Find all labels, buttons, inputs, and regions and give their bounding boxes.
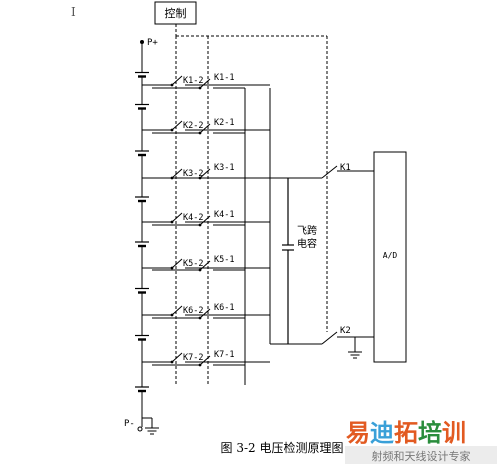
- right-relay-blade: [199, 215, 211, 226]
- right-relay-blade: [199, 355, 211, 366]
- p-minus-terminal: [137, 426, 143, 432]
- left-relay-pivot: [170, 83, 174, 87]
- watermark-char: 易: [346, 419, 370, 447]
- left-relay-pivot: [170, 360, 174, 364]
- right-relay-label: K5-1: [214, 255, 234, 265]
- left-relay-pivot: [170, 220, 174, 224]
- p-minus-label: P-: [124, 419, 135, 429]
- right-relay-blade: [199, 308, 211, 319]
- right-relay-label: K3-1: [214, 163, 234, 173]
- right-relay-label: K1-1: [214, 73, 234, 83]
- main-switch-k2: [321, 331, 338, 345]
- flying-capacitor: [282, 178, 294, 344]
- watermark-char: 训: [442, 419, 466, 447]
- left-relay-pivot: [170, 266, 174, 270]
- main-switch-k2-label: K2: [340, 326, 351, 336]
- capacitor-label-line2: 电容: [297, 237, 317, 250]
- right-relay-label: K6-1: [214, 303, 234, 313]
- left-relay-blade: [171, 305, 183, 316]
- right-relay-label: K4-1: [214, 210, 234, 220]
- watermark-logo: 易迪拓培训 射频和天线设计专家: [345, 419, 497, 464]
- right-relay-pivot: [198, 268, 202, 272]
- watermark-main-text: 易迪拓培训: [346, 419, 466, 447]
- control-dashed-lines: [175, 24, 328, 385]
- left-relay-pivot: [170, 313, 174, 317]
- left-relay-group: K1-2K2-2K3-2K4-2K5-2K6-2K7-2: [142, 75, 270, 364]
- text-cursor-glyph: I: [71, 5, 76, 19]
- right-relay-pivot: [198, 131, 202, 135]
- right-relay-pivot: [198, 223, 202, 227]
- watermark-char: 拓: [394, 419, 418, 447]
- right-relay-label: K2-1: [214, 118, 234, 128]
- right-relay-pivot: [198, 363, 202, 367]
- right-relay-blade: [199, 260, 211, 271]
- right-relay-blade: [199, 123, 211, 134]
- main-wires: [245, 170, 374, 352]
- ground-symbol-right: [348, 351, 362, 359]
- left-relay-label: K2-2: [183, 121, 203, 131]
- left-relay-label: K5-2: [183, 259, 203, 269]
- ad-converter-label: A/D: [383, 251, 398, 260]
- left-relay-blade: [171, 75, 183, 86]
- ad-converter-box: [373, 151, 407, 363]
- left-relay-blade: [171, 120, 183, 131]
- watermark-char: 培: [418, 419, 442, 447]
- capacitor-label-line1: 飞跨: [297, 225, 317, 237]
- bus-lines: [244, 88, 271, 385]
- watermark-sub-text: 射频和天线设计专家: [372, 449, 471, 463]
- right-relay-group: K1-1K2-1K3-1K4-1K5-1K6-1K7-1: [152, 73, 245, 367]
- left-relay-blade: [171, 168, 183, 179]
- left-relay-blade: [171, 258, 183, 269]
- control-label: 控制: [165, 6, 187, 20]
- left-relay-blade: [171, 212, 183, 223]
- right-relay-pivot: [198, 316, 202, 320]
- p-plus-label: P+: [147, 38, 158, 48]
- main-switch-k1-label: K1: [340, 163, 351, 173]
- left-relay-label: K7-2: [183, 353, 203, 363]
- watermark-char: 迪: [370, 419, 394, 447]
- right-relay-blade: [199, 168, 211, 179]
- battery-stack: [135, 42, 149, 427]
- ground-symbol-bottom: [142, 417, 159, 435]
- right-relay-pivot: [198, 86, 202, 90]
- right-relay-pivot: [198, 176, 202, 180]
- figure-caption: 图 3-2 电压检测原理图: [221, 440, 344, 455]
- left-relay-label: K6-2: [183, 306, 203, 316]
- left-relay-blade: [171, 352, 183, 363]
- left-relay-label: K1-2: [183, 76, 203, 86]
- right-relay-blade: [199, 78, 211, 89]
- main-switch-k1: [321, 165, 338, 179]
- left-relay-label: K4-2: [183, 213, 203, 223]
- left-relay-pivot: [170, 128, 174, 132]
- left-relay-label: K3-2: [183, 169, 203, 179]
- right-relay-label: K7-1: [214, 350, 234, 360]
